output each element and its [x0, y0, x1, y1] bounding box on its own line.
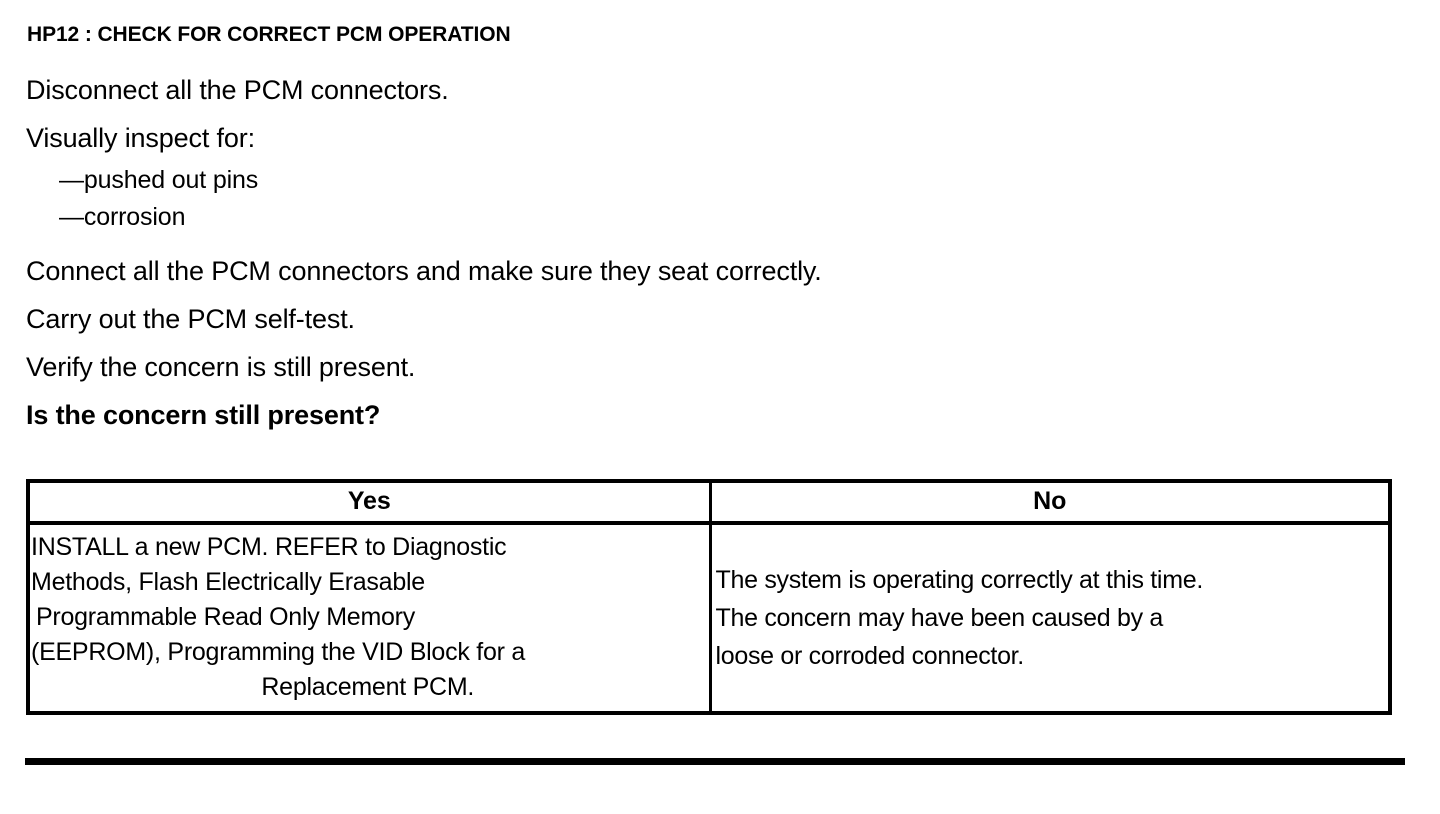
- decision-table: Yes No INSTALL a new PCM. REFER to Diagn…: [26, 479, 1392, 715]
- no-action-text: The system is operating correctly at thi…: [712, 561, 1389, 675]
- text-line: (EEPROM), Programming the VID Block for …: [31, 638, 526, 666]
- text-line: The system is operating correctly at thi…: [715, 566, 1204, 594]
- spacer: [26, 236, 1406, 247]
- text-line: INSTALL a new PCM. REFER to Diagnostic: [31, 533, 507, 561]
- step-line: Visually inspect for:: [26, 123, 255, 153]
- text-line: The concern may have been caused by a: [715, 604, 1164, 632]
- step-line: Verify the concern is still present.: [26, 352, 416, 382]
- cell-no-action: The system is operating correctly at thi…: [710, 523, 1388, 711]
- table-row: INSTALL a new PCM. REFER to Diagnostic M…: [30, 523, 1388, 711]
- section-divider: [25, 758, 1405, 765]
- yes-action-text: INSTALL a new PCM. REFER to Diagnostic M…: [30, 529, 709, 707]
- inspect-sub-list: —pushed out pins —corrosion: [26, 162, 1406, 236]
- text-line: Programmable Read Only Memory: [36, 603, 415, 631]
- list-item: —corrosion: [59, 203, 186, 231]
- column-header-yes: Yes: [30, 483, 712, 525]
- list-item: —pushed out pins: [59, 166, 259, 194]
- step-line: Connect all the PCM connectors and make …: [26, 256, 822, 286]
- text-line: Methods, Flash Electrically Erasable: [31, 568, 425, 596]
- decision-question: Is the concern still present?: [26, 400, 381, 430]
- table-header-row: Yes No: [30, 483, 1388, 525]
- text-line: Replacement PCM.: [261, 673, 475, 701]
- step-line: Carry out the PCM self-test.: [26, 304, 355, 334]
- text-line: loose or corroded connector.: [715, 642, 1025, 670]
- procedure-steps: Disconnect all the PCM connectors. Visua…: [26, 66, 1406, 439]
- cell-yes-action: INSTALL a new PCM. REFER to Diagnostic M…: [30, 523, 712, 711]
- page-title: HP12 : CHECK FOR CORRECT PCM OPERATION: [27, 23, 511, 46]
- step-line: Disconnect all the PCM connectors.: [26, 75, 449, 105]
- column-header-no: No: [710, 483, 1388, 525]
